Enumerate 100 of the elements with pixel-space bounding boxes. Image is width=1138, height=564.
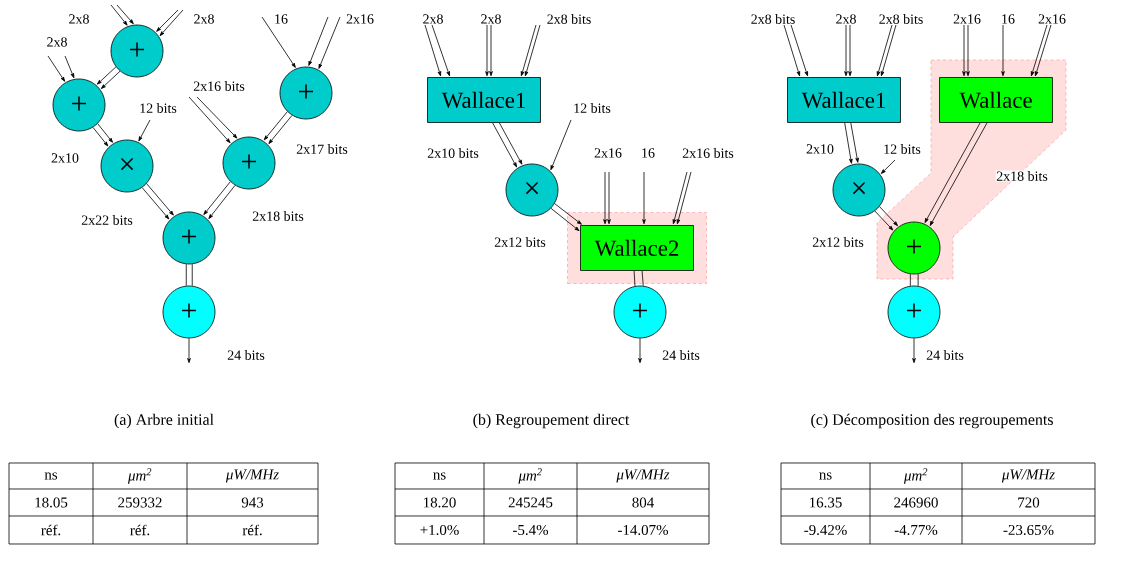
line: [917, 273, 919, 287]
arrow: [146, 183, 174, 216]
table-cell: μm$^{2}$: [128, 468, 152, 484]
line: [191, 263, 193, 287]
arrow: [790, 24, 808, 77]
arrow: [318, 16, 341, 69]
arrow: [850, 122, 859, 163]
arrow: [141, 187, 170, 220]
edge-label: 2x12 bits: [811, 236, 865, 248]
arrow: [424, 24, 442, 77]
arrow: [308, 16, 329, 66]
table-cell: μW/MHz: [225, 469, 279, 483]
edge-label: 2x8: [422, 13, 444, 25]
arrow: [844, 24, 848, 77]
edge-label: 2x8: [835, 13, 857, 25]
table-cell: +1.0%: [420, 524, 459, 536]
edge-label: 2x10: [50, 152, 80, 164]
arrow: [196, 96, 238, 139]
arrow: [879, 206, 898, 227]
arrow: [268, 115, 293, 145]
arrow: [92, 127, 109, 147]
table-cell: -14.07%: [618, 524, 668, 536]
table-cell: 720: [1018, 497, 1040, 508]
table-cell: 18.20: [424, 497, 456, 508]
edge-label: 12 bits: [882, 143, 922, 155]
arrow: [208, 185, 236, 220]
edge-label: 2x8 bits: [546, 13, 592, 25]
edge-label: 2x8 bits: [878, 13, 924, 25]
edge-label: 2x8: [480, 13, 502, 25]
arrow: [489, 24, 493, 77]
subfigure-caption: (c) Décomposition des regroupements: [811, 413, 1053, 429]
edge-label: 2x22 bits: [80, 214, 134, 226]
subfigure-caption: (a) Arbre initial: [114, 413, 214, 429]
edge-label: 16: [273, 13, 289, 25]
edge-label: 24 bits: [226, 349, 266, 361]
edge-label: 2x16: [952, 13, 982, 25]
arrow: [97, 123, 113, 143]
table-cell: 246960: [894, 497, 938, 508]
arrow: [203, 181, 231, 215]
line: [633, 270, 636, 287]
arrow: [880, 159, 896, 174]
edge-label: 16: [1000, 13, 1016, 25]
arrow: [116, 4, 134, 25]
edge-label: 12 bits: [572, 102, 612, 114]
line: [909, 273, 911, 287]
table-cell: réf.: [130, 524, 150, 536]
arrow: [110, 4, 128, 26]
process-box: Wallace2: [580, 225, 694, 271]
process-box: Wallace1: [787, 77, 901, 123]
table-cell: réf.: [242, 524, 262, 536]
arrow: [187, 338, 191, 364]
arrow: [783, 24, 801, 77]
arrow: [554, 203, 582, 225]
arrow: [550, 207, 580, 232]
arrow: [929, 122, 988, 226]
line: [185, 263, 187, 287]
edge-label: 2x16 bits: [192, 80, 246, 92]
arrow: [1034, 24, 1052, 77]
arrow: [924, 122, 981, 223]
table-cell: 259332: [118, 497, 162, 508]
edge-label: 12 bits: [138, 102, 178, 114]
arrow: [64, 55, 75, 79]
edge-label: 24 bits: [661, 349, 701, 361]
edge-label: 2x16: [593, 147, 623, 159]
arrow: [520, 24, 537, 77]
table-cell: 804: [632, 497, 654, 508]
arrow: [524, 24, 541, 77]
table-cell: ns: [433, 472, 446, 480]
arrow: [880, 24, 897, 77]
arrow: [138, 119, 151, 142]
edge-label: 2x16 bits: [681, 147, 735, 159]
table-cell: -4.77%: [894, 524, 938, 536]
arrow: [607, 171, 611, 225]
edge-label: 2x18 bits: [251, 210, 305, 222]
arrow: [962, 24, 966, 77]
arrow: [874, 210, 894, 231]
table-cell: ns: [819, 472, 832, 480]
table-cell: 943: [241, 497, 264, 508]
table-cell: 18.05: [35, 497, 68, 508]
edge-label: 2x10: [805, 143, 835, 155]
arrow: [848, 24, 852, 77]
arrow: [156, 9, 179, 32]
edge-label: 2x18 bits: [995, 170, 1049, 182]
edge-label: 24 bits: [925, 349, 965, 361]
table-cell: μm$^{2}$: [518, 468, 542, 484]
table-cell: 245245: [508, 497, 553, 508]
arrow: [603, 171, 607, 225]
arrow: [431, 24, 450, 77]
edge-label: 2x16: [1037, 13, 1067, 25]
arrow: [642, 171, 646, 225]
table-cell: -5.4%: [513, 524, 549, 536]
edge-label: 2x17 bits: [295, 143, 349, 155]
table-cell: 16.35: [810, 497, 842, 508]
arrow: [96, 66, 117, 85]
edge-label: 2x8: [193, 13, 215, 25]
arrow: [263, 111, 288, 141]
edge-label: 2x10 bits: [426, 147, 480, 159]
arrow: [844, 122, 853, 164]
table-cell: -9.42%: [804, 524, 847, 536]
arrow: [261, 16, 296, 68]
